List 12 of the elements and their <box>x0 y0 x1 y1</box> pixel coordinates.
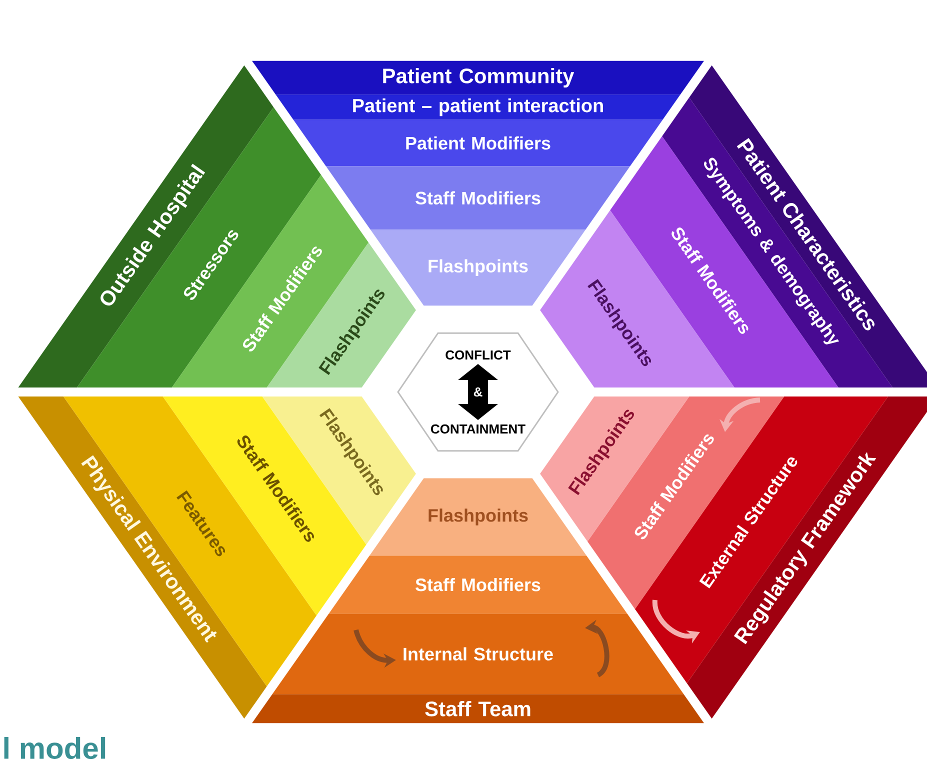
band: Internal Structure <box>272 614 684 694</box>
band: Patient Modifiers <box>293 120 663 166</box>
band: Staff Modifiers <box>328 556 628 614</box>
center-text: CONFLICT <box>446 350 511 360</box>
band: Patient Community <box>252 60 704 95</box>
center-hexagon <box>397 332 559 452</box>
band: Staff Team <box>252 694 704 724</box>
center-text: & <box>474 387 482 397</box>
band: Staff Modifiers <box>326 166 630 230</box>
center-text: CONTAINMENT <box>431 424 526 434</box>
band: Patient – patient interaction <box>276 94 680 120</box>
caption-text: l model <box>4 736 106 759</box>
